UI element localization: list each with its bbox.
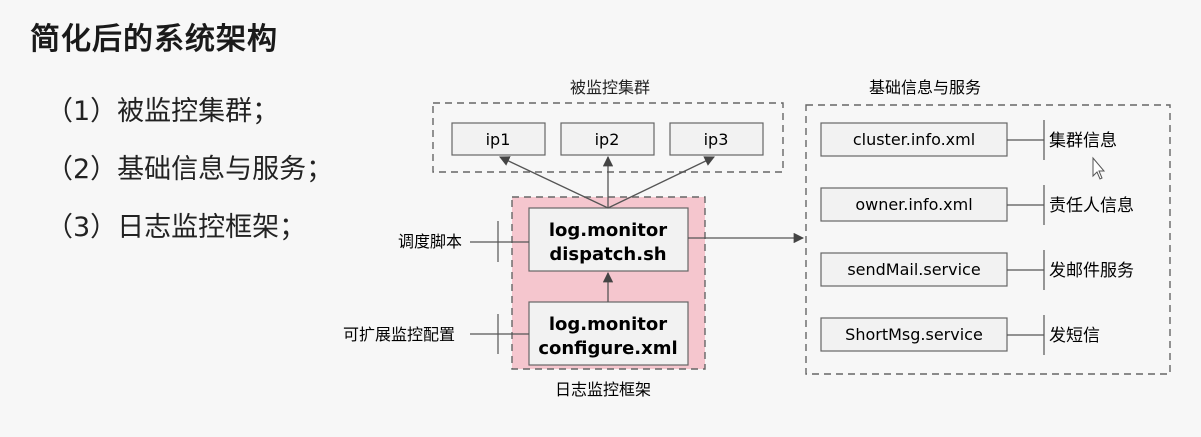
sendmail-service-box: [820, 252, 1008, 287]
ip3-node-box: [669, 122, 764, 156]
services-group-label: 基础信息与服务: [869, 78, 981, 97]
edge-dispatch-to-ip1: [499, 156, 609, 209]
dispatch-node-line-2: dispatch.sh: [549, 244, 666, 265]
configure-node-line-1: log.monitor: [549, 314, 667, 335]
sendmail-service-bracket: [1007, 250, 1045, 290]
configure-note: 可扩展监控配置: [343, 325, 455, 344]
shortmsg-service-bracket: [1007, 315, 1045, 355]
cluster-info-label: cluster.info.xml: [853, 130, 975, 149]
owner-info-bracket: [1007, 185, 1045, 225]
ip2-node-label: ip2: [595, 130, 620, 149]
cluster-info-bracket: [1007, 120, 1045, 160]
dispatch-note-bracket: [470, 221, 529, 262]
shortmsg-service-label: ShortMsg.service: [845, 325, 983, 344]
dispatch-node-box: [528, 207, 689, 272]
configure-node-line-2: configure.xml: [538, 338, 677, 359]
ip2-node-box: [560, 122, 655, 156]
configure-node-box: [528, 301, 689, 366]
owner-info-desc: 责任人信息: [1049, 196, 1134, 216]
services-group-box: [805, 104, 1171, 375]
bullet-item-2: （2）基础信息与服务；: [46, 154, 334, 185]
cluster-info-desc: 集群信息: [1049, 131, 1117, 151]
sendmail-service-label: sendMail.service: [847, 260, 980, 279]
dispatch-note: 调度脚本: [398, 232, 462, 251]
mouse-cursor-icon: [1092, 156, 1106, 180]
configure-note-bracket: [470, 314, 529, 354]
ip1-node-box: [451, 122, 546, 156]
bullet-item-3: （3）日志监控框架；: [46, 212, 307, 243]
owner-info-label: owner.info.xml: [855, 195, 972, 214]
bullet-list: （1）被监控集群； （2）基础信息与服务； （3）日志监控框架；: [46, 90, 333, 264]
sendmail-service-desc: 发邮件服务: [1049, 261, 1134, 281]
slide-title: 简化后的系统架构: [30, 22, 278, 57]
framework-group-label: 日志监控框架: [555, 380, 651, 399]
ip3-node-label: ip3: [704, 130, 729, 149]
shortmsg-service-desc: 发短信: [1049, 326, 1100, 346]
owner-info-box: [820, 187, 1008, 222]
cluster-group-label: 被监控集群: [570, 78, 650, 97]
ip1-node-label: ip1: [486, 130, 511, 149]
bullet-item-1: （1）被监控集群；: [46, 96, 280, 127]
edge-dispatch-to-ip3: [607, 156, 715, 209]
shortmsg-service-box: [820, 317, 1008, 352]
dispatch-node-line-1: log.monitor: [549, 220, 667, 241]
